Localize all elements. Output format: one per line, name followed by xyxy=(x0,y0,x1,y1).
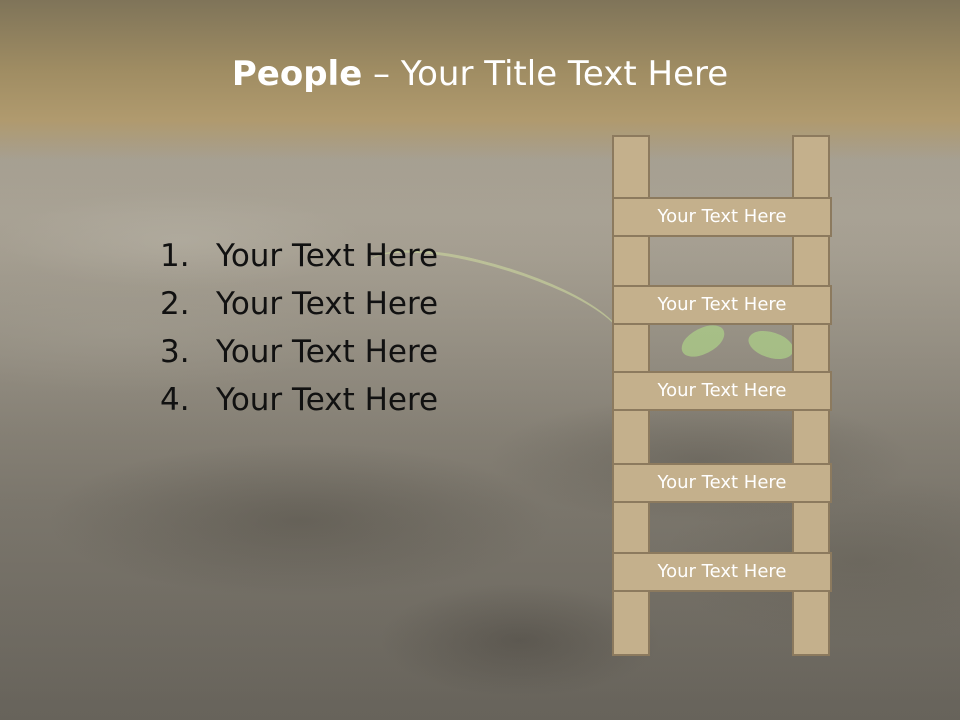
list-text: Your Text Here xyxy=(216,238,439,274)
list-number: 3. xyxy=(160,334,190,370)
list-number: 4. xyxy=(160,382,190,418)
slide-title: People – Your Title Text Here xyxy=(0,52,960,96)
list-text: Your Text Here xyxy=(216,286,439,322)
ladder-rung-5: Your Text Here xyxy=(612,552,832,592)
ladder-rung-1: Your Text Here xyxy=(612,197,832,237)
numbered-list: 1. Your Text Here 2. Your Text Here 3. Your… xyxy=(160,232,438,424)
list-text: Your Text Here xyxy=(216,334,439,370)
ladder-rung-3: Your Text Here xyxy=(612,371,832,411)
ladder-rung-4: Your Text Here xyxy=(612,463,832,503)
list-text: Your Text Here xyxy=(216,382,439,418)
title-bold: People xyxy=(231,54,363,94)
list-item: 3. Your Text Here xyxy=(160,328,438,376)
title-rest: – Your Title Text Here xyxy=(362,54,729,94)
title-band xyxy=(0,0,960,160)
list-number: 2. xyxy=(160,286,190,322)
list-number: 1. xyxy=(160,238,190,274)
ladder-diagram: Your Text Here Your Text Here Your Text … xyxy=(612,135,834,658)
list-item: 1. Your Text Here xyxy=(160,232,438,280)
list-item: 4. Your Text Here xyxy=(160,376,438,424)
list-item: 2. Your Text Here xyxy=(160,280,438,328)
ladder-rung-2: Your Text Here xyxy=(612,285,832,325)
